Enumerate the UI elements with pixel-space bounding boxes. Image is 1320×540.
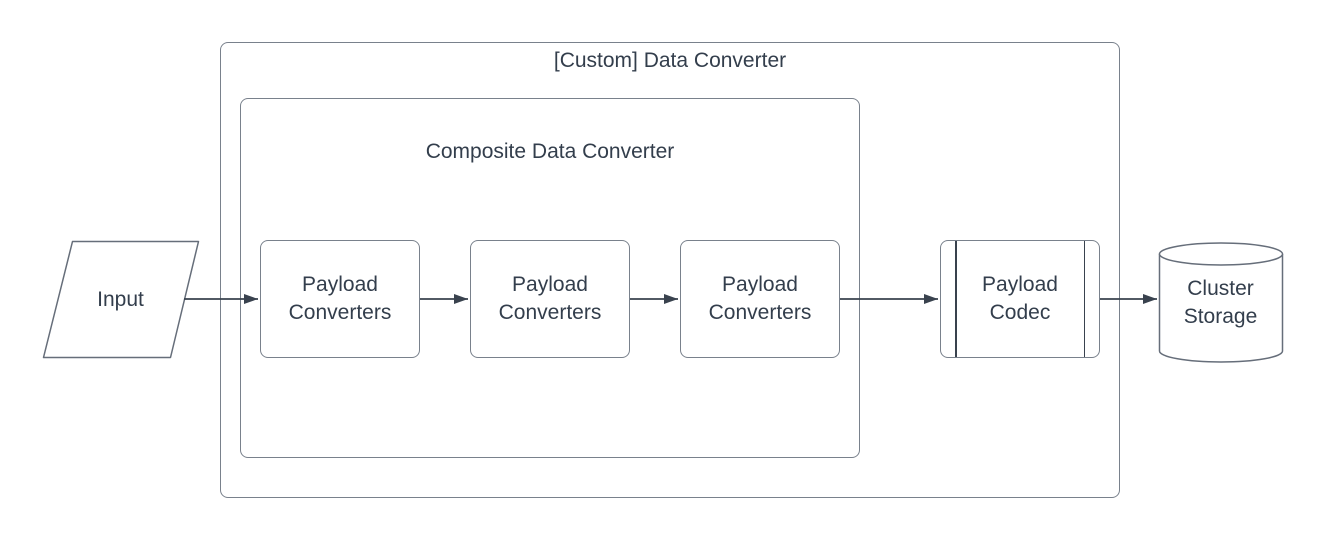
composite-data-converter-title: Composite Data Converter — [425, 140, 675, 163]
input-label: Input — [97, 287, 144, 311]
payload-converters-box-1: Payload Converters — [260, 240, 420, 358]
cluster-storage-label: Cluster Storage — [1183, 276, 1258, 328]
payload-converters-box-2: Payload Converters — [470, 240, 630, 358]
payload-converters-label-1: Payload Converters — [288, 273, 392, 324]
payload-converters-box-3: Payload Converters — [680, 240, 840, 358]
payload-codec-box: Payload Codec — [940, 240, 1100, 358]
payload-converters-label-3: Payload Converters — [708, 273, 812, 324]
codec-right-bar — [1083, 241, 1085, 357]
payload-codec-label: Payload Codec — [982, 273, 1058, 324]
composite-data-converter-container — [240, 98, 860, 458]
payload-converters-label-2: Payload Converters — [498, 273, 602, 324]
custom-data-converter-title: [Custom] Data Converter — [553, 49, 787, 72]
custom-data-converter-container — [220, 42, 1120, 498]
codec-left-bar — [955, 241, 957, 357]
